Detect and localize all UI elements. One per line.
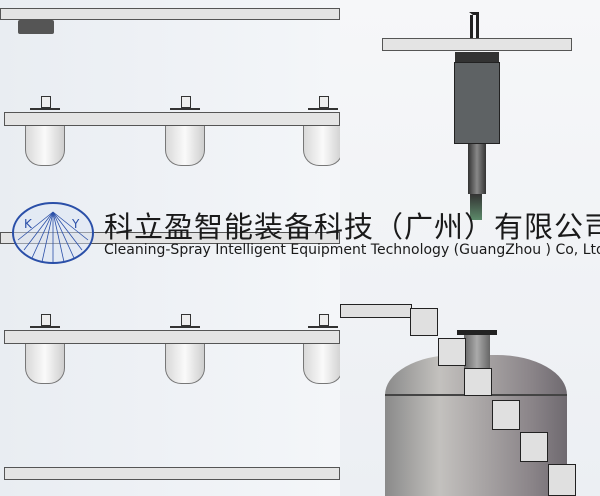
mount-bar [382, 38, 572, 51]
bottle [165, 126, 205, 166]
nozzle [308, 314, 338, 328]
conveyor-bar-1 [4, 112, 340, 126]
logo-letter-k: K [24, 217, 33, 231]
bottle [165, 344, 205, 384]
nozzle [170, 314, 200, 328]
tank-neck [464, 335, 490, 371]
tank-flange [457, 330, 497, 335]
company-name-chinese: 科立盈智能装备科技（广州）有限公司 [104, 210, 600, 244]
spray-head-panel [340, 0, 600, 496]
company-name-english: Cleaning-Spray Intelligent Equipment Tec… [104, 242, 600, 258]
nozzle [30, 314, 60, 328]
spray-shaft [468, 144, 486, 194]
bottle [25, 126, 65, 166]
logo-letter-y: Y [71, 217, 80, 231]
duct-segment [548, 464, 576, 496]
duct-segment [492, 400, 520, 430]
duct-segment [438, 338, 466, 366]
duct-segment [410, 308, 438, 336]
duct-segment [340, 304, 412, 318]
spray-fan-logo-icon: K Y [12, 202, 94, 264]
bottle [303, 126, 343, 166]
duct-segment [464, 368, 492, 396]
spray-motor-box [454, 62, 500, 144]
nozzle [308, 96, 338, 110]
duct-segment [520, 432, 548, 462]
top-rail [0, 8, 340, 20]
company-logo: K Y [10, 200, 96, 266]
bottle [25, 344, 65, 384]
handle [469, 12, 479, 40]
nozzle [170, 96, 200, 110]
spray-nozzle-head [470, 194, 482, 220]
nozzle [30, 96, 60, 110]
conveyor-bar-2 [4, 330, 340, 344]
mount-bracket [455, 52, 499, 62]
bottom-rail [4, 467, 340, 480]
carriage [18, 20, 54, 34]
bottle [303, 344, 343, 384]
